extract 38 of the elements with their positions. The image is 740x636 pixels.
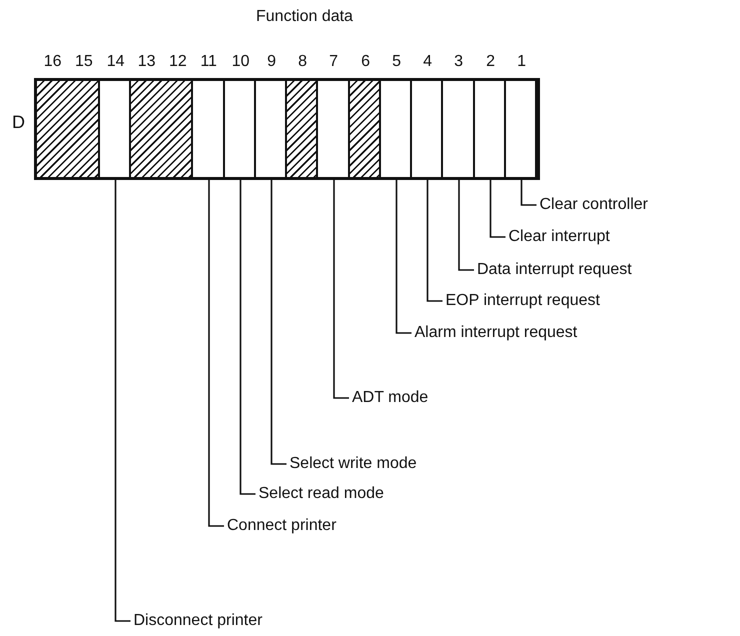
leader-line: [490, 177, 506, 238]
leader-line: [114, 177, 130, 622]
leader-line: [520, 177, 536, 206]
bit-number: 15: [74, 53, 94, 71]
leader-line: [270, 177, 286, 465]
bit-number: 8: [297, 53, 308, 71]
leader-line: [208, 177, 224, 527]
leader-line: [333, 177, 349, 399]
label-text: Clear interrupt: [508, 228, 610, 245]
label-text: Data interrupt request: [477, 261, 632, 278]
bit-number: 11: [199, 53, 218, 71]
bit-number: 16: [42, 53, 63, 71]
bit-number: 2: [485, 53, 496, 71]
bit-number: 1: [516, 53, 528, 71]
label-text: EOP interrupt request: [446, 292, 600, 309]
leader-line: [458, 177, 474, 271]
bit-number: 14: [106, 53, 126, 71]
label-text: Select read mode: [258, 485, 384, 502]
leader-line: [426, 177, 442, 302]
label-text: Select write mode: [290, 455, 417, 472]
bit-number: 12: [168, 53, 188, 71]
label-text: Alarm interrupt request: [414, 324, 578, 341]
bit-number: 7: [328, 53, 340, 71]
bit-number: 5: [391, 53, 402, 71]
bit-number: 3: [453, 53, 464, 71]
label-text: ADT mode: [352, 389, 428, 406]
leader-line: [240, 177, 256, 495]
label-text: Connect printer: [227, 517, 336, 534]
label-text: Clear controller: [540, 196, 648, 213]
leader-line: [396, 177, 412, 334]
register-label: D: [12, 112, 25, 133]
bit-number: 6: [360, 53, 372, 71]
label-text: Disconnect printer: [134, 612, 262, 629]
bit-number: 13: [136, 53, 157, 71]
bit-number: 9: [266, 53, 278, 71]
diagram-title: Function data: [256, 8, 353, 26]
bit-number: 4: [422, 53, 434, 71]
bit-number: 10: [230, 53, 251, 71]
